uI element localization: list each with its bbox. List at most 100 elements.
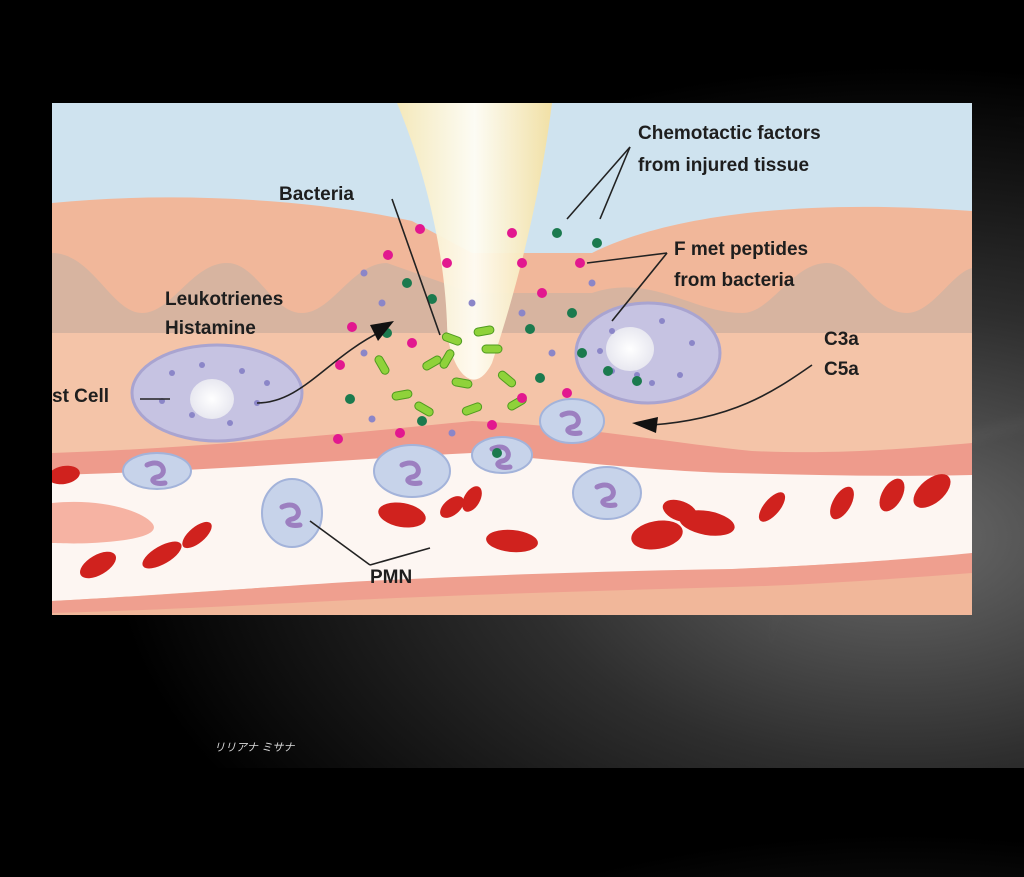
fmet-pointer-1 — [586, 252, 668, 264]
red-blood-cell — [142, 541, 182, 569]
mediator-dot — [448, 429, 456, 437]
label-histamine: Histamine — [165, 318, 256, 339]
fmet-pointer-2 — [611, 252, 668, 322]
cell-granule — [169, 370, 175, 376]
pmn-cell — [471, 436, 533, 474]
bacterium — [391, 389, 413, 401]
complement-arrow-line — [651, 364, 813, 426]
cell-granule — [659, 318, 665, 324]
pmn-pointer-1 — [309, 520, 371, 566]
cell-granule — [677, 372, 683, 378]
cell-granule — [603, 366, 613, 376]
injury-beam — [397, 103, 552, 380]
mediator-dot — [575, 258, 585, 268]
bacterium — [497, 370, 517, 388]
bacterium — [422, 355, 442, 371]
label-pmn: PMN — [370, 567, 413, 588]
mediator-dot — [368, 415, 376, 423]
red-blood-cell — [913, 474, 951, 508]
leukotriene-arrowhead — [370, 321, 394, 341]
diagram-illustration — [52, 103, 972, 615]
cell-granule — [189, 412, 195, 418]
mediator-dot — [360, 269, 368, 277]
bacterium — [451, 377, 473, 389]
red-blood-cell — [758, 492, 786, 522]
mediator-dot — [492, 448, 502, 458]
mediator-dot — [383, 250, 393, 260]
pointer-lines — [140, 146, 813, 566]
mediator-dot — [517, 393, 527, 403]
bacteria-pointer — [391, 198, 441, 336]
pmn-nucleus — [559, 410, 583, 436]
red-blood-cell — [631, 520, 683, 550]
chemotactic-pointer-2 — [599, 146, 631, 220]
red-blood-cell — [879, 478, 905, 512]
mediator-dot — [442, 258, 452, 268]
cell-granule — [239, 368, 245, 374]
bacteria-rods — [374, 325, 527, 417]
red-blood-cell — [662, 499, 698, 523]
mediator-dot — [407, 338, 417, 348]
mediator-dot — [562, 388, 572, 398]
pmn-cell — [122, 452, 192, 490]
red-blood-cell — [830, 486, 854, 520]
cell-granule — [227, 420, 233, 426]
pmn-cell — [261, 478, 323, 548]
red-blood-cell — [182, 521, 212, 549]
cell-granule — [689, 340, 695, 346]
leukotriene-arrow-line — [256, 330, 383, 404]
cell-granule — [632, 376, 642, 386]
mediator-dot — [567, 308, 577, 318]
label-c5a: C5a — [824, 359, 859, 380]
chemotactic-pointer-1 — [566, 146, 631, 220]
mast-cell-nucleus — [190, 379, 234, 419]
pmn-cell — [373, 444, 451, 498]
vessel-wall-bottom — [52, 553, 972, 613]
cell-granule — [597, 348, 603, 354]
mediator-dot — [592, 238, 602, 248]
mediator-dot — [548, 349, 556, 357]
mediator-dot — [525, 324, 535, 334]
mediator-dot — [335, 360, 345, 370]
label-chemotactic-line1: Chemotactic factors — [638, 123, 821, 144]
red-blood-cell — [440, 496, 464, 518]
mediator-dot — [417, 416, 427, 426]
label-bacteria: Bacteria — [279, 184, 354, 205]
mediator-dot — [552, 228, 562, 238]
mediator-dot — [507, 228, 517, 238]
cell-granule — [199, 362, 205, 368]
mediator-dot — [517, 258, 527, 268]
mediator-dot — [333, 434, 343, 444]
pmn-nucleus — [489, 444, 513, 470]
dermis-layer — [52, 253, 972, 343]
bacterium — [461, 402, 483, 416]
mediator-dot — [395, 428, 405, 438]
mediator-dot — [537, 288, 547, 298]
bacterium — [441, 332, 463, 346]
mediator-dot — [360, 349, 368, 357]
pmn-cell — [539, 398, 605, 444]
label-fmet-line2: from bacteria — [674, 270, 795, 291]
complement-arrowhead — [632, 417, 658, 433]
mediator-dot — [378, 299, 386, 307]
label-fmet-line1: F met peptides — [674, 239, 809, 260]
label-c3a: C3a — [824, 329, 859, 350]
mediator-dot — [535, 373, 545, 383]
mediator-dot — [345, 394, 355, 404]
bacterium — [414, 401, 434, 417]
macrophage-nucleus — [606, 327, 654, 371]
red-blood-cell — [486, 529, 538, 553]
cell-granule — [649, 380, 655, 386]
cell-granule — [609, 328, 615, 334]
label-leukotrienes: Leukotrienes — [165, 289, 284, 310]
bacterium — [481, 344, 503, 354]
label-mast-cell: st Cell — [52, 386, 110, 407]
bacterium — [374, 355, 390, 375]
pmn-cell — [572, 466, 642, 520]
vessel-inner-fold — [52, 501, 154, 544]
mediator-dot — [588, 279, 596, 287]
red-blood-cell — [462, 486, 482, 512]
pmn-nucleus — [594, 482, 618, 508]
pmn-cells — [122, 398, 642, 548]
mediator-dot — [402, 278, 412, 288]
